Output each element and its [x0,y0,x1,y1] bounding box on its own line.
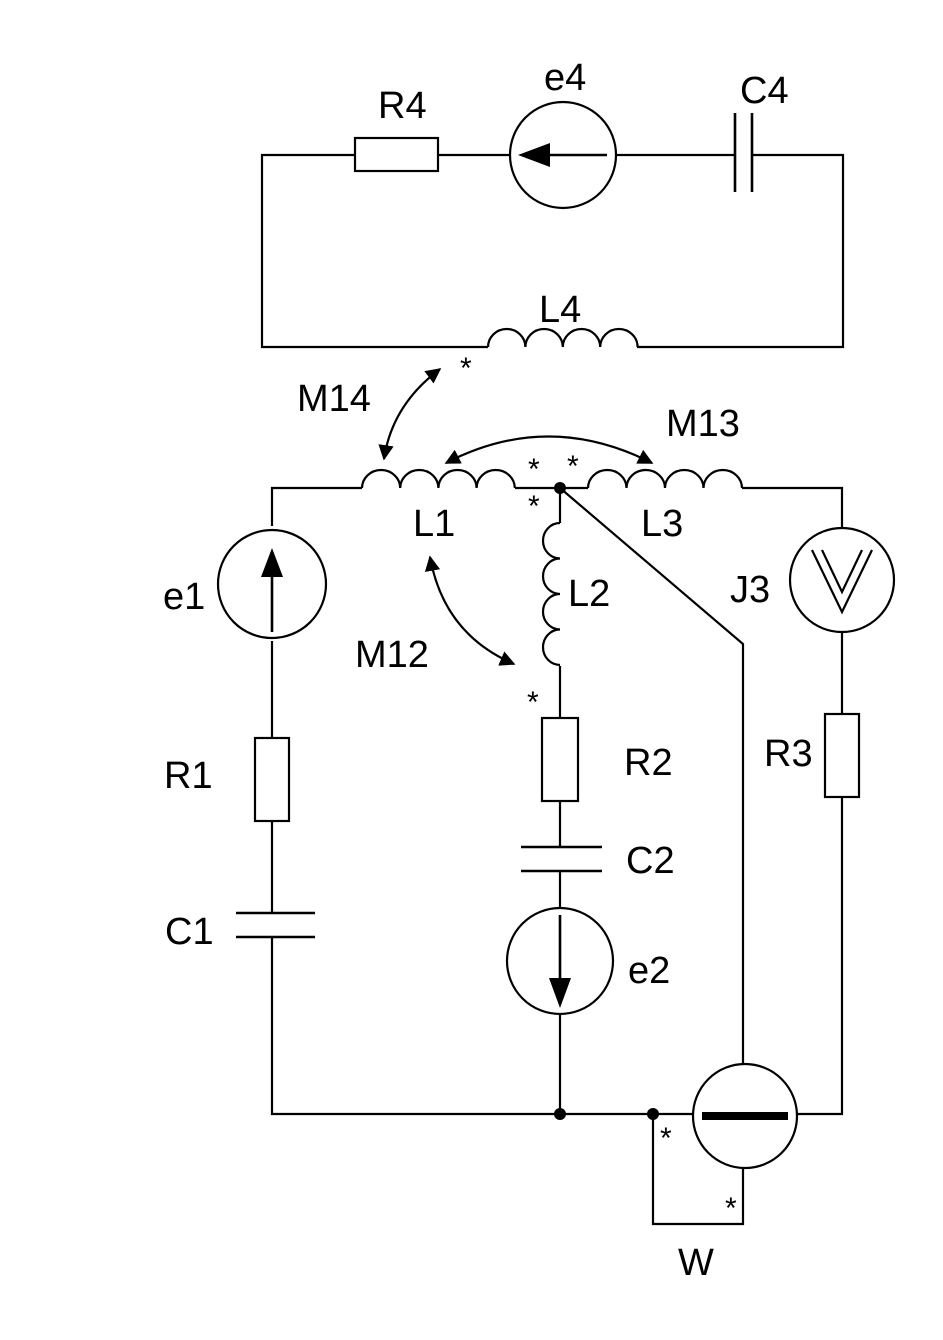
label-e1: e1 [163,576,205,618]
label-l2: L2 [568,573,610,615]
resistor-r4 [353,136,440,173]
source-e2 [505,906,615,1016]
inductor-l3 [586,468,744,489]
dot-marker-l2-top: * [528,490,540,523]
main-circuit-wires [270,486,844,1226]
label-e4: e4 [544,57,586,99]
capacitor-c2 [521,845,602,873]
capacitor-c4 [733,113,754,192]
label-e2: e2 [628,950,670,992]
inductor-l4 [486,327,639,348]
label-r2: R2 [624,742,673,784]
label-l1: L1 [413,503,455,545]
inductor-l1 [360,468,516,489]
wattmeter-w [691,1062,799,1170]
source-e4 [508,100,618,210]
resistor-r3 [823,712,861,799]
label-w: W [678,1242,714,1284]
label-c4: C4 [740,70,789,112]
dot-marker-w-current: * [660,1122,672,1155]
label-r4: R4 [378,85,427,127]
inductor-l2 [541,521,561,667]
resistor-r2 [540,716,580,803]
label-l3: L3 [641,503,683,545]
label-l4: L4 [539,289,581,331]
junction-dots [554,482,659,1120]
label-c2: C2 [626,840,675,882]
source-e1 [216,528,328,640]
current-source-j3 [788,526,896,634]
capacitor-c1 [236,911,315,939]
mutual-arc-m14 [378,368,442,461]
dot-marker-l2-bottom: * [527,686,539,719]
resistor-r1 [253,736,291,823]
label-r3: R3 [764,733,813,775]
label-m13: M13 [666,403,740,445]
label-j3: J3 [730,569,770,611]
dot-marker-l3: * [567,450,579,483]
label-c1: C1 [165,911,214,953]
label-m14: M14 [297,378,371,420]
dot-marker-l4: * [460,352,472,385]
dot-marker-w-voltage: * [725,1192,737,1225]
label-r1: R1 [164,755,213,797]
label-m12: M12 [355,634,429,676]
mutual-arc-m12 [424,555,516,666]
mutual-arc-m13 [444,435,654,464]
top-loop-wires [260,153,845,349]
dot-marker-l1: * [528,453,540,486]
